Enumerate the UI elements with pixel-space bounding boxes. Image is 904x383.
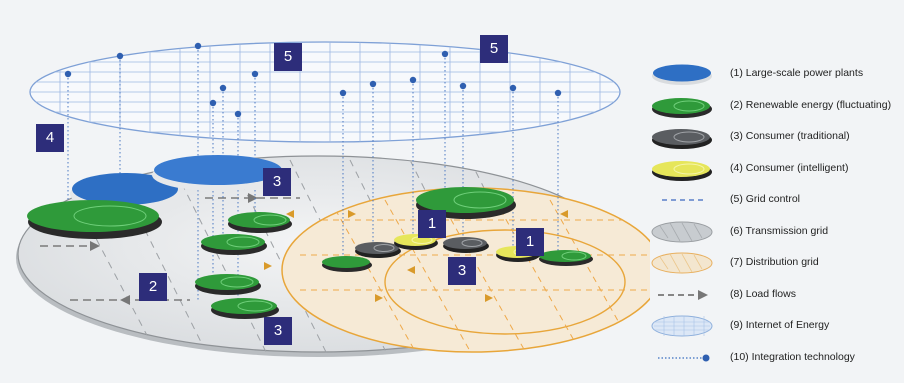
badge-grid-control: 5	[480, 35, 508, 63]
legend-label: (10) Integration technology	[730, 350, 855, 363]
legend-label: (5) Grid control	[730, 193, 801, 205]
internet-of-energy-icon	[651, 315, 713, 337]
distribution-grid-icon	[651, 252, 713, 274]
legend-item: (3) Consumer (traditional)	[648, 123, 904, 155]
large-power-plant-icon	[652, 64, 712, 85]
legend-item: (2) Renewable energy (fluctuating)	[648, 92, 904, 124]
legend-label: (2) Renewable energy (fluctuating)	[730, 98, 892, 111]
legend-label: (8) Load flows	[730, 287, 796, 300]
renewable-energy-sources	[27, 187, 593, 319]
badge-consumer-label: 3	[264, 317, 292, 345]
legend-item: (4) Consumer (intelligent)	[648, 155, 904, 187]
legend-item: (9) Internet of Energy	[648, 312, 904, 344]
integration-technology-lines	[67, 46, 559, 300]
legend-item: (10) Integration technology	[648, 344, 904, 376]
legend-label: (7) Distribution grid	[730, 256, 819, 268]
legend-label: (4) Consumer (intelligent)	[730, 161, 849, 174]
load-flow-icon	[658, 289, 708, 300]
legend-label: (1) Large-scale power plants	[730, 67, 864, 79]
grid-control-icon	[662, 199, 704, 201]
integration-technology-nodes	[64, 42, 562, 118]
legend-label: (6) Transmission grid	[730, 224, 829, 237]
badge-consumer-label: 3	[448, 257, 476, 285]
renewable-energy-icon	[652, 97, 712, 118]
legend-item: (1) Large-scale power plants	[648, 60, 904, 92]
badge-large-plant-label: 1	[418, 210, 446, 238]
legend-item: (7) Distribution grid	[648, 249, 904, 281]
integration-technology-icon	[658, 354, 710, 361]
consumer-intelligent-icon	[652, 160, 712, 181]
badge-consumer-label: 3	[263, 168, 291, 196]
legend-item: (5) Grid control	[648, 186, 904, 218]
consumer-traditional-icon	[652, 129, 712, 149]
badge-transmission-label: 4	[36, 124, 64, 152]
legend-item: (6) Transmission grid	[648, 218, 904, 250]
legend-label: (3) Consumer (traditional)	[730, 130, 850, 142]
transmission-grid-icon	[651, 221, 713, 242]
legend-label: (9) Internet of Energy	[730, 319, 830, 331]
badge-renewable-label: 2	[139, 273, 167, 301]
diagram-canvas	[16, 41, 650, 357]
badge-grid-control: 5	[274, 43, 302, 71]
badge-large-plant-label: 1	[516, 228, 544, 256]
legend-item: (8) Load flows	[648, 281, 904, 313]
legend: (1) Large-scale power plants (2) Renewab…	[648, 60, 904, 375]
